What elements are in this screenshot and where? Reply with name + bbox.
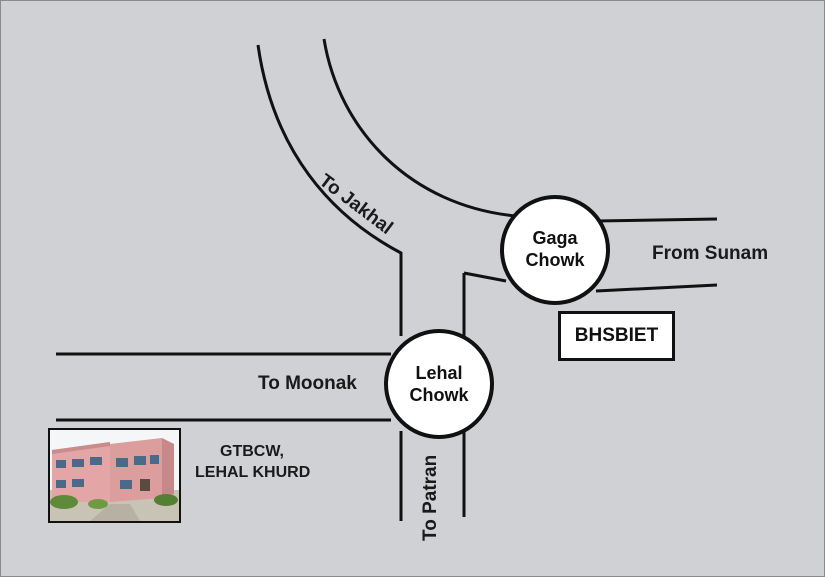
lehal-chowk-circle bbox=[384, 329, 494, 439]
gtbcw-building-photo bbox=[48, 428, 181, 523]
gtbcw-label-line2: LEHAL KHURD bbox=[195, 464, 311, 481]
lehal-chowk-line2: Chowk bbox=[409, 385, 469, 405]
road-connector bbox=[463, 271, 507, 283]
gaga-chowk-line1: Gaga bbox=[532, 228, 578, 248]
gaga-chowk-label: Gaga Chowk bbox=[505, 227, 605, 271]
gtbcw-label-line1: GTBCW, bbox=[220, 443, 284, 460]
road-sunam-bottom bbox=[595, 283, 718, 293]
gaga-chowk-circle bbox=[500, 195, 610, 305]
gaga-chowk-line2: Chowk bbox=[525, 250, 585, 270]
lehal-chowk-line1: Lehal bbox=[415, 363, 463, 383]
lehal-chowk-label: Lehal Chowk bbox=[389, 362, 489, 406]
road-label-sunam: From Sunam bbox=[652, 243, 769, 264]
bhsbiet-landmark: BHSBIET bbox=[558, 311, 675, 361]
road-jakhal-inner bbox=[322, 38, 517, 218]
road-label-moonak: To Moonak bbox=[258, 373, 357, 394]
road-label-patran: To Patran bbox=[420, 454, 441, 541]
road-sunam-top bbox=[595, 217, 718, 223]
road-jakhal-outer bbox=[256, 44, 403, 336]
